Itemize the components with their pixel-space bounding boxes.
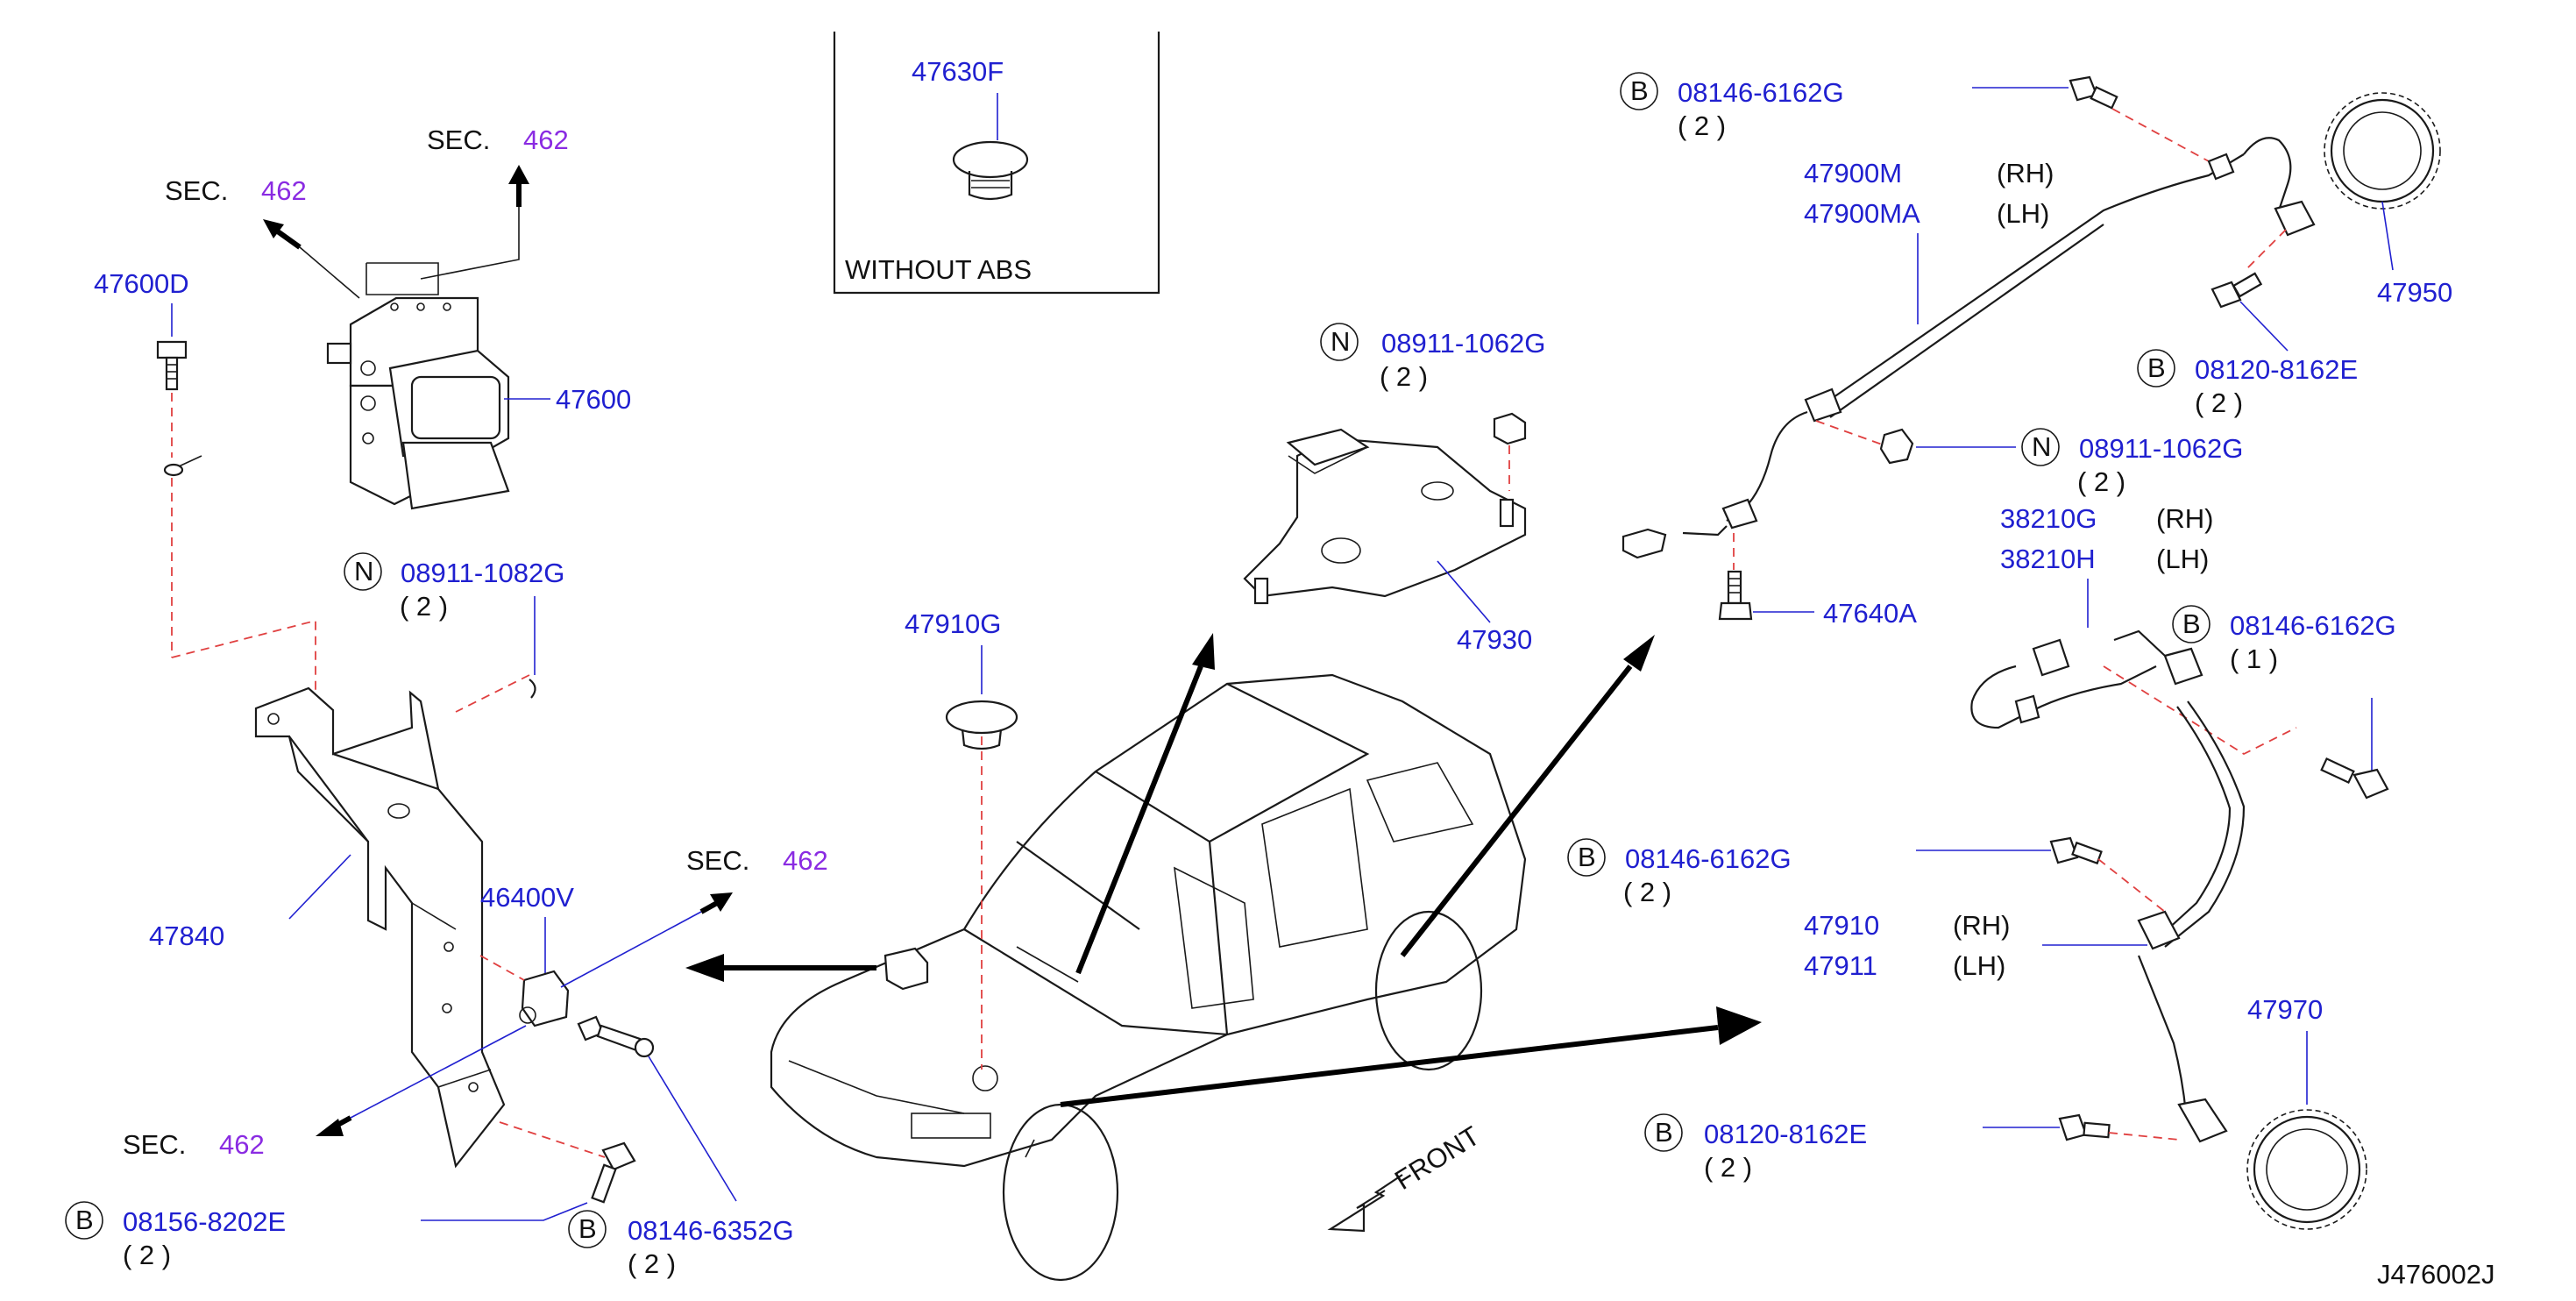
module-47930: N 08911-1062G ( 2 ) 47930 [1243, 323, 1545, 655]
grommet-47910g: 47910G [905, 608, 1018, 750]
bolt-08156-8202e: B 08156-8202E ( 2 ) [65, 1121, 636, 1270]
sec-prefix: SEC. [165, 175, 228, 206]
part-label-08146-6162g-top[interactable]: 08146-6162G [1678, 77, 1844, 108]
side-rh: (RH) [1953, 910, 2010, 941]
bolt-08120-8162e-low: B 08120-8162E ( 2 ) [1644, 1113, 2180, 1183]
part-label-47950[interactable]: 47950 [2377, 277, 2452, 308]
circle-letter-n: N [2032, 431, 2051, 462]
nut-08911-1062g-b: N 08911-1062G ( 2 ) [1879, 428, 2243, 497]
nut-08911-1082g: N 08911-1082G ( 2 ) [171, 552, 564, 713]
bolt-47640a: 47640A [1718, 570, 1917, 629]
bolt-08120-8162e-top: B 08120-8162E ( 2 ) [2137, 272, 2358, 418]
sec-number-462[interactable]: 462 [783, 845, 828, 876]
inset-without-abs: 47630F WITHOUT ABS [833, 32, 1160, 295]
side-lh: (LH) [2156, 544, 2209, 574]
circle-letter-b: B [1578, 842, 1596, 872]
sensor-cable-47910: 47910 (RH) 47911 (LH) [1804, 700, 2246, 1143]
part-label-08911-1082g[interactable]: 08911-1082G [401, 558, 564, 588]
part-label-47600[interactable]: 47600 [556, 384, 631, 415]
side-lh: (LH) [1997, 198, 2049, 229]
quantity: ( 2 ) [400, 591, 448, 622]
bolt-08146-6352g: B 08146-6352G ( 2 ) [568, 1015, 794, 1279]
quantity: ( 2 ) [1678, 110, 1726, 141]
part-label-08911-1062g-a[interactable]: 08911-1062G [1381, 328, 1545, 359]
sensor-rotor-47950: 47950 [2243, 92, 2452, 308]
harness-38210: 38210G (RH) 38210H (LH) [1970, 503, 2213, 729]
harness-47900m: 47900M (RH) 47900MA (LH) [1622, 137, 2316, 570]
part-label-08146-6162g-low[interactable]: 08146-6162G [1625, 843, 1792, 874]
circle-letter-n: N [1331, 326, 1350, 357]
vehicle-module [685, 947, 929, 991]
sec-number-462[interactable]: 462 [523, 124, 569, 155]
side-lh: (LH) [1953, 950, 2005, 981]
circle-letter-b: B [75, 1205, 94, 1235]
inset-caption: WITHOUT ABS [845, 254, 1032, 285]
sec-prefix: SEC. [686, 845, 749, 876]
side-rh: (RH) [2156, 503, 2213, 534]
quantity: ( 2 ) [1623, 877, 1671, 907]
part-label-08911-1062g-b[interactable]: 08911-1062G [2079, 433, 2243, 464]
part-label-47970[interactable]: 47970 [2247, 994, 2323, 1025]
part-label-08120-8162e-low[interactable]: 08120-8162E [1704, 1119, 1867, 1149]
quantity: ( 2 ) [123, 1240, 171, 1270]
sec-number-462[interactable]: 462 [261, 175, 307, 206]
quantity: ( 2 ) [628, 1248, 676, 1279]
circle-letter-b: B [2182, 608, 2201, 639]
front-indicator: FRONT [1327, 1120, 1485, 1233]
sec-prefix: SEC. [427, 124, 490, 155]
sensor-46400v: 46400V [350, 882, 702, 1119]
quantity: ( 2 ) [2195, 387, 2243, 418]
side-rh: (RH) [1997, 158, 2054, 188]
part-label-47910g[interactable]: 47910G [905, 608, 1001, 639]
circle-letter-b: B [578, 1213, 597, 1244]
part-label-46400v[interactable]: 46400V [480, 882, 574, 913]
grommet-47630f [952, 140, 1029, 201]
part-label-47900ma[interactable]: 47900MA [1804, 198, 1920, 229]
quantity: ( 2 ) [2077, 466, 2125, 497]
vehicle-outline [770, 673, 1527, 1282]
part-label-08120-8162e-top[interactable]: 08120-8162E [2195, 354, 2358, 385]
part-label-08146-6162g-mid[interactable]: 08146-6162G [2230, 610, 2396, 641]
bolt-08146-6162g-low: B 08146-6162G ( 2 ) [1567, 836, 2166, 913]
circle-letter-b: B [2147, 352, 2166, 383]
vehicle-arrows [1025, 633, 1762, 1158]
part-label-47840[interactable]: 47840 [149, 921, 224, 951]
sensor-rotor-47970: 47970 [2246, 994, 2367, 1230]
part-label-08146-6352g[interactable]: 08146-6352G [628, 1215, 794, 1246]
diagram-code: J476002J [2377, 1259, 2494, 1290]
part-label-47911[interactable]: 47911 [1804, 950, 1877, 981]
bolt-08146-6162g-top: B 08146-6162G ( 2 ) [1620, 72, 2210, 162]
circle-letter-b: B [1630, 75, 1649, 106]
quantity: ( 1 ) [2230, 643, 2278, 674]
sec-prefix: SEC. [123, 1129, 186, 1160]
sec-ref-left-top: SEC. 462 [165, 175, 307, 250]
quantity: ( 2 ) [1380, 361, 1428, 392]
part-label-47600d[interactable]: 47600D [94, 268, 189, 299]
part-label-38210h[interactable]: 38210H [2000, 544, 2096, 574]
sec-number-462[interactable]: 462 [219, 1129, 265, 1160]
part-label-47630f[interactable]: 47630F [912, 56, 1004, 87]
sec-ref-bottom-left: SEC. 462 [123, 1115, 352, 1160]
bolt-47600d: 47600D [94, 268, 202, 658]
bolt-08146-6162g-mid: B 08146-6162G ( 1 ) [2103, 605, 2396, 800]
part-label-47930[interactable]: 47930 [1457, 624, 1532, 655]
part-label-47640a[interactable]: 47640A [1823, 598, 1917, 629]
circle-letter-b: B [1655, 1117, 1673, 1148]
part-label-47910[interactable]: 47910 [1804, 910, 1879, 941]
bracket-47840: 47840 [149, 686, 506, 1169]
circle-letter-n: N [354, 556, 373, 587]
part-label-08156-8202e[interactable]: 08156-8202E [123, 1206, 286, 1237]
front-label: FRONT [1389, 1120, 1485, 1196]
part-label-47900m[interactable]: 47900M [1804, 158, 1902, 188]
quantity: ( 2 ) [1704, 1152, 1752, 1183]
abs-actuator-47600: 47600 [299, 207, 631, 510]
sec-ref-right-bracket: SEC. 462 [686, 845, 828, 914]
sec-ref-top: SEC. 462 [427, 124, 569, 207]
part-label-38210g[interactable]: 38210G [2000, 503, 2097, 534]
